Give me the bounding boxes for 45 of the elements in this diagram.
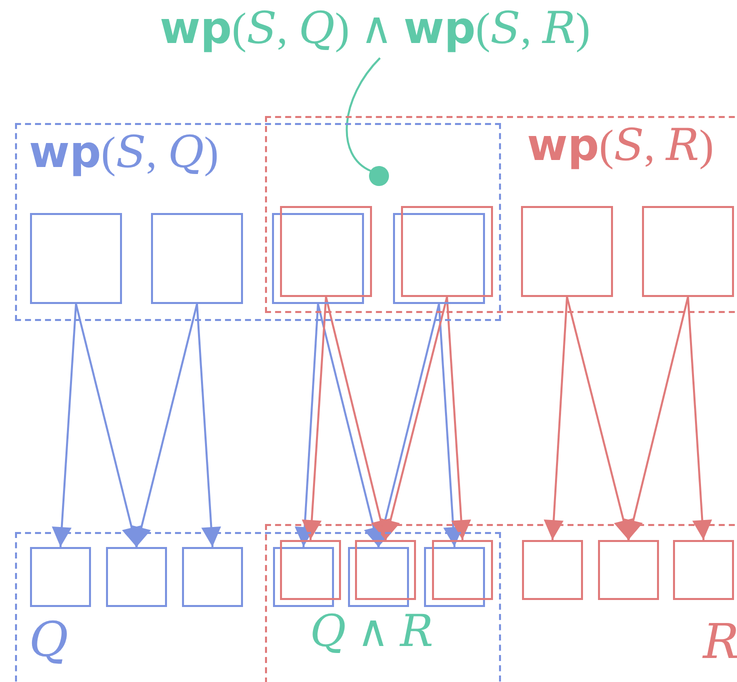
state-box xyxy=(393,213,485,304)
arrow xyxy=(294,304,319,548)
state-box xyxy=(598,540,659,600)
dashed-region xyxy=(265,524,737,682)
state-box xyxy=(673,540,734,600)
arrow xyxy=(75,304,142,548)
region-heading: Q ∧ R xyxy=(310,606,434,659)
region-heading: wp(S, Q) xyxy=(29,128,219,177)
dashed-region xyxy=(15,123,501,321)
arrow xyxy=(196,304,222,548)
state-box xyxy=(151,213,243,304)
arrow xyxy=(446,296,472,540)
state-box xyxy=(355,540,416,600)
arrow xyxy=(302,296,327,540)
dot-marker xyxy=(369,166,389,186)
state-box xyxy=(272,213,364,304)
state-box xyxy=(182,547,243,607)
state-box xyxy=(280,540,341,600)
arrow xyxy=(374,304,440,548)
state-box xyxy=(401,206,493,297)
arrow xyxy=(687,296,712,540)
arrow xyxy=(624,296,689,540)
arrow xyxy=(380,296,448,540)
arrow xyxy=(52,304,77,548)
state-box xyxy=(432,540,493,600)
state-box xyxy=(424,547,485,607)
state-box xyxy=(280,206,372,297)
dashed-region xyxy=(265,116,737,313)
state-box xyxy=(348,547,409,607)
region-heading: Q xyxy=(29,614,68,667)
arrow xyxy=(544,296,568,540)
region-heading: wp(S, R) xyxy=(527,121,714,170)
state-box xyxy=(106,547,167,607)
state-box xyxy=(30,213,122,304)
arrow xyxy=(132,304,198,548)
state-box xyxy=(642,206,734,297)
state-box xyxy=(30,547,91,607)
dashed-region xyxy=(15,532,501,682)
arrow xyxy=(566,296,634,540)
formula-label: wp(S, Q) ∧ wp(S, R) xyxy=(135,0,615,62)
state-box xyxy=(273,547,334,607)
arrow xyxy=(325,296,390,540)
state-box xyxy=(521,206,613,297)
leader-line xyxy=(346,57,381,172)
state-box xyxy=(522,540,583,600)
